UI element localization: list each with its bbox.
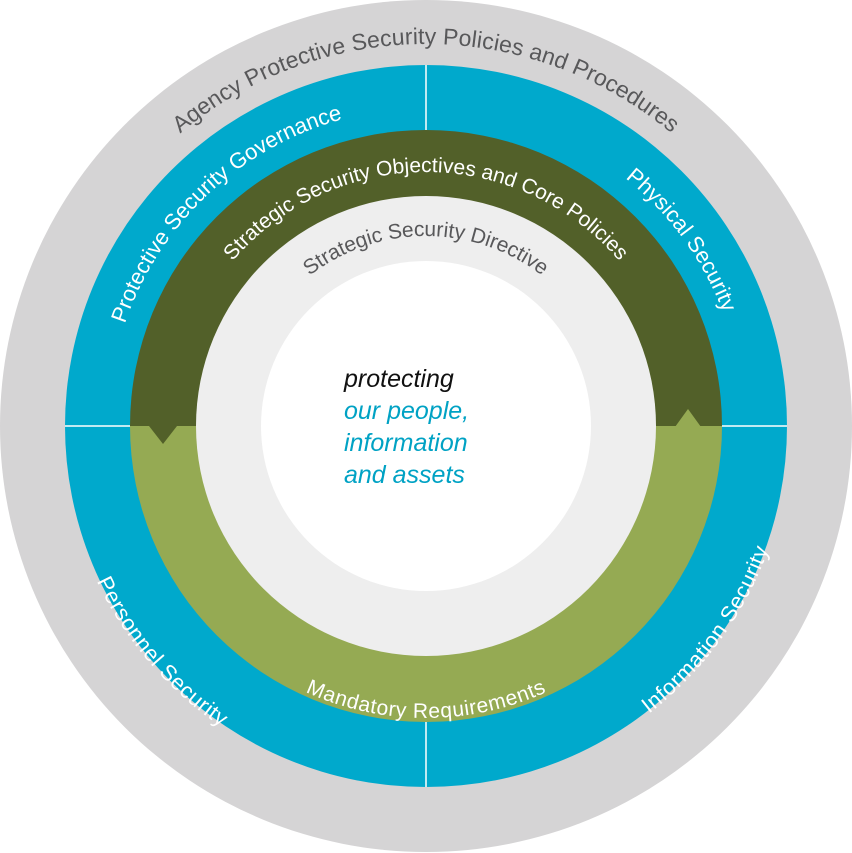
center-line-2: our people, — [344, 397, 469, 425]
down-arrow-icon — [149, 426, 177, 444]
center-line-4: and assets — [344, 461, 465, 489]
up-arrow-icon — [675, 409, 701, 427]
center-line-1: protecting — [343, 365, 454, 393]
center-line-3: information — [344, 429, 468, 457]
center-circle — [261, 261, 591, 591]
